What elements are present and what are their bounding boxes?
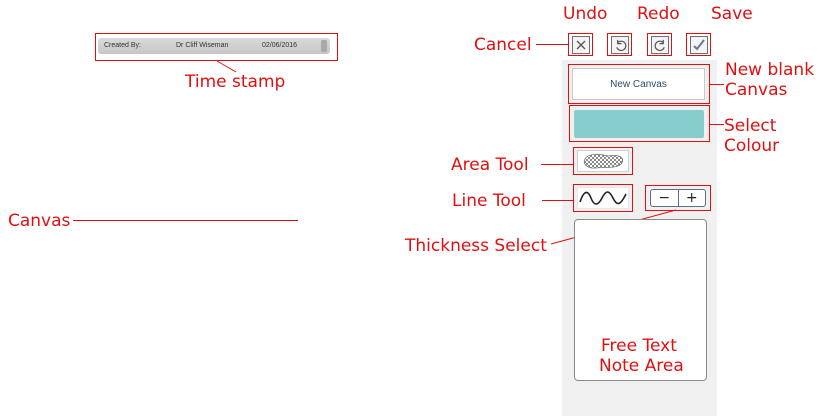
line-tool-highlight bbox=[573, 184, 633, 212]
annotation-save: Save bbox=[711, 4, 753, 24]
new-canvas-button[interactable]: New Canvas bbox=[572, 68, 705, 100]
canvas-leader bbox=[73, 220, 298, 221]
annotation-redo: Redo bbox=[637, 4, 680, 24]
colour-highlight bbox=[569, 105, 710, 142]
annotation-free-text-line2: Note Area bbox=[599, 356, 684, 376]
annotation-select-colour-line2: Colour bbox=[724, 136, 780, 156]
annotation-undo: Undo bbox=[563, 4, 608, 24]
annotation-thickness-select: Thickness Select bbox=[405, 236, 547, 256]
area-tool-button[interactable] bbox=[577, 150, 629, 172]
save-highlight bbox=[686, 33, 711, 56]
redo-highlight bbox=[647, 33, 672, 56]
cancel-highlight bbox=[568, 33, 593, 56]
wave-icon bbox=[579, 191, 627, 205]
annotation-cancel: Cancel bbox=[474, 35, 532, 55]
annotation-free-text-line1: Free Text bbox=[601, 336, 677, 356]
created-by-label: Created By: bbox=[104, 42, 141, 49]
area-tool-icon bbox=[583, 154, 624, 169]
annotation-new-blank-canvas-line2: Canvas bbox=[725, 80, 788, 100]
new-canvas-leader bbox=[710, 84, 724, 85]
cancel-button[interactable] bbox=[572, 36, 590, 54]
colour-swatch-button[interactable] bbox=[574, 110, 704, 138]
annotation-line-tool: Line Tool bbox=[452, 191, 526, 211]
line-tool-button[interactable] bbox=[577, 187, 629, 209]
thickness-decrease-button[interactable]: − bbox=[658, 190, 671, 206]
checkmark-icon bbox=[693, 39, 705, 51]
close-icon bbox=[576, 40, 586, 50]
annotation-area-tool: Area Tool bbox=[451, 155, 529, 175]
redo-icon bbox=[654, 39, 665, 51]
line-tool-leader bbox=[542, 200, 573, 201]
timestamp-date: 02/06/2016 bbox=[262, 42, 298, 49]
time-stamp-bar: Created By: Dr Cliff Wiseman 02/06/2016 bbox=[98, 38, 330, 54]
thickness-stepper[interactable]: − + bbox=[650, 189, 706, 207]
save-button[interactable] bbox=[690, 36, 708, 54]
annotation-canvas: Canvas bbox=[8, 211, 71, 231]
undo-highlight bbox=[607, 33, 632, 56]
undo-button[interactable] bbox=[611, 36, 629, 54]
free-text-note-area[interactable] bbox=[574, 219, 707, 381]
annotation-select-colour-line1: Select bbox=[724, 116, 777, 136]
area-tool-leader bbox=[541, 164, 573, 165]
thickness-highlight bbox=[645, 185, 711, 211]
annotation-new-blank-canvas-line1: New blank bbox=[725, 60, 815, 80]
time-stamp-highlight bbox=[95, 33, 338, 61]
annotation-time-stamp: Time stamp bbox=[185, 72, 286, 92]
new-canvas-highlight bbox=[568, 64, 710, 104]
undo-icon bbox=[615, 39, 626, 51]
redo-button[interactable] bbox=[651, 36, 669, 54]
scroll-grip bbox=[321, 40, 327, 52]
author-name: Dr Cliff Wiseman bbox=[176, 42, 229, 49]
colour-leader bbox=[710, 124, 724, 125]
cancel-leader bbox=[536, 44, 568, 45]
area-tool-highlight bbox=[573, 147, 633, 175]
thickness-increase-button[interactable]: + bbox=[677, 190, 706, 206]
